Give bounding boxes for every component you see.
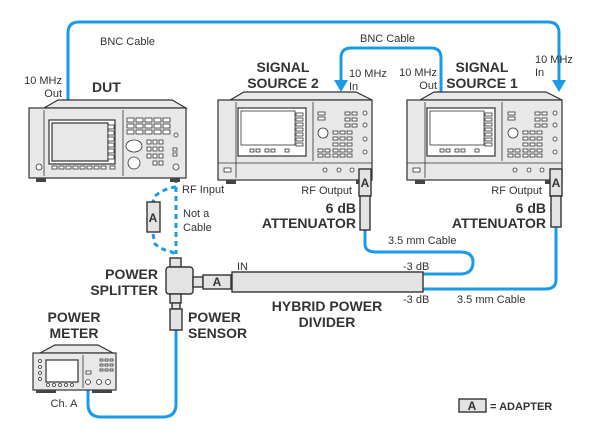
ss2-attenuator — [359, 195, 371, 231]
svg-text:A: A — [468, 399, 477, 413]
label-dut-out: Out — [44, 88, 62, 100]
ss1-attenuator — [550, 195, 562, 228]
svg-text:A: A — [552, 176, 561, 190]
dut-adapter: A — [146, 201, 161, 233]
ss2-adapter: A — [358, 168, 372, 197]
hybrid-power-divider — [231, 271, 424, 293]
label-35mm-cable-lower: 3.5 mm Cable — [457, 294, 525, 306]
cable-sensor-to-meter — [86, 328, 178, 419]
dut-title: DUT — [92, 79, 121, 95]
svg-text:A: A — [361, 176, 370, 190]
label-ss1-in: In — [535, 67, 544, 79]
ss1-adapter: A — [549, 168, 563, 197]
label-ss1-rf-output: RF Output — [491, 185, 542, 197]
label-ss1-10mhz-out: 10 MHz — [399, 67, 437, 79]
label-ss2-10mhz-in: 10 MHz — [349, 68, 387, 80]
splitter-adapter: A — [202, 274, 232, 290]
ss1-atten-title: ATTENUATOR — [452, 215, 546, 231]
power-meter-title-1: POWER — [48, 309, 101, 325]
hybrid-title-1: HYBRID POWER — [272, 298, 382, 314]
cable-35mm-ss1 — [421, 224, 558, 291]
svg-text:A: A — [213, 275, 222, 289]
power-meter-instrument[interactable] — [32, 344, 117, 393]
svg-text:A: A — [149, 211, 158, 225]
power-sensor-title-1: POWER — [188, 309, 241, 325]
ss2-atten-value: 6 dB — [326, 200, 356, 216]
arrow-ss1-10mhz-in — [552, 80, 566, 92]
power-sensor-title-2: SENSOR — [188, 325, 247, 341]
label-dut-10mhz-out: 10 MHz — [24, 75, 62, 87]
label-in: IN — [237, 261, 248, 273]
label-minus3db-upper: -3 dB — [403, 261, 429, 273]
label-ch-a: Ch. A — [51, 398, 79, 410]
label-bnc-cable-mid: BNC Cable — [360, 33, 415, 45]
ss1-atten-value: 6 dB — [516, 200, 546, 216]
hybrid-title-2: DIVIDER — [299, 314, 356, 330]
label-not-a-cable-2: Cable — [183, 222, 212, 234]
power-meter-title-2: METER — [50, 325, 99, 341]
arrow-ss2-10mhz-in — [334, 80, 348, 92]
power-splitter-title-2: SPLITTER — [90, 282, 158, 298]
signal-source-2-instrument[interactable] — [217, 91, 373, 184]
dut-instrument[interactable] — [28, 99, 189, 182]
ss1-title-1: SIGNAL — [456, 59, 509, 75]
cable-35mm-ss2 — [363, 228, 475, 276]
signal-source-1-instrument[interactable] — [406, 91, 563, 184]
ss2-title-1: SIGNAL — [257, 59, 310, 75]
power-sensor — [169, 302, 183, 331]
ss1-title-2: SOURCE 1 — [446, 75, 518, 91]
label-35mm-cable-upper: 3.5 mm Cable — [388, 235, 456, 247]
label-minus3db-lower: -3 dB — [403, 294, 429, 306]
label-ss1-out: Out — [419, 80, 437, 92]
ss2-atten-title: ATTENUATOR — [262, 215, 356, 231]
bnc-cable-dut-to-ss1 — [66, 20, 561, 102]
svg-text:= ADAPTER: = ADAPTER — [490, 401, 552, 413]
power-splitter-title-1: POWER — [105, 266, 158, 282]
label-ss2-rf-output: RF Output — [301, 185, 352, 197]
power-splitter — [165, 257, 204, 304]
label-ss1-10mhz-in: 10 MHz — [535, 54, 573, 66]
ss2-title-2: SOURCE 2 — [247, 75, 319, 91]
legend-adapter: A = ADAPTER — [458, 398, 552, 413]
dut-rf-dashed-left — [151, 185, 177, 257]
label-not-a-cable-1: Not a — [183, 208, 210, 220]
label-ss2-in: In — [349, 81, 358, 93]
label-bnc-cable-top: BNC Cable — [100, 36, 155, 48]
label-rf-input: RF Input — [182, 184, 224, 196]
bnc-cable-ss1-to-ss2 — [339, 46, 443, 96]
